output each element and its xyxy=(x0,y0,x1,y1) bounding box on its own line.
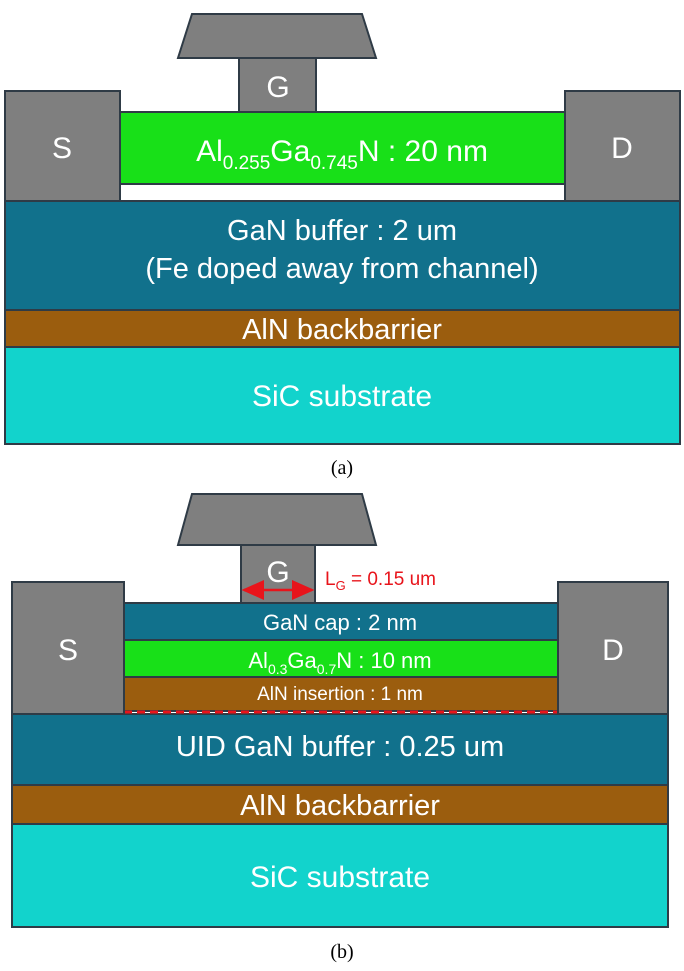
aln-backbarrier-label: AlN backbarrier xyxy=(242,314,442,346)
source-contact xyxy=(11,581,125,715)
gate-stem xyxy=(238,57,317,113)
gan-cap-label: GaN cap : 2 nm xyxy=(263,610,417,635)
gate-head xyxy=(176,493,378,546)
gate-label: G xyxy=(266,71,289,104)
gan-buffer-label-line1: GaN buffer : 2 um xyxy=(227,215,457,247)
uid-gan-buffer-label: UID GaN buffer : 0.25 um xyxy=(176,731,504,763)
source-contact xyxy=(4,90,121,202)
gate-head xyxy=(176,13,378,59)
aln-backbarrier-label: AlN backbarrier xyxy=(240,790,440,822)
drain-contact xyxy=(564,90,681,202)
sic-substrate-label: SiC substrate xyxy=(252,380,432,413)
source-label: S xyxy=(58,634,78,667)
uid-gan-buffer-layer xyxy=(11,713,669,786)
sic-substrate-layer xyxy=(11,823,669,928)
algan-barrier-layer xyxy=(118,111,566,185)
aln-insertion-label: AlN insertion : 1 nm xyxy=(257,684,423,705)
aln-backbarrier-layer xyxy=(4,309,681,348)
algan-barrier-label: Al0.3Ga0.7N : 10 nm xyxy=(248,648,431,677)
drain-label: D xyxy=(602,634,624,667)
caption-a: (a) xyxy=(330,457,354,479)
diagram-a: SiC substrate AlN backbarrier GaN buffer… xyxy=(4,13,681,445)
gan-buffer-label-line2: (Fe doped away from channel) xyxy=(145,253,538,285)
gate-length-label: LG = 0.15 um xyxy=(325,569,436,593)
sic-substrate-layer xyxy=(4,346,681,445)
algan-barrier-layer xyxy=(123,639,559,678)
gan-buffer-layer xyxy=(4,200,681,311)
drain-label: D xyxy=(611,132,633,165)
algan-barrier-label: Al0.255Ga0.745N : 20 nm xyxy=(196,135,488,174)
drain-contact xyxy=(557,581,669,715)
source-label: S xyxy=(52,132,72,165)
caption-b: (b) xyxy=(330,941,354,963)
sic-substrate-label: SiC substrate xyxy=(250,861,430,894)
gan-cap-layer xyxy=(123,602,559,641)
diagram-b: SiC substrate AlN backbarrier UID GaN bu… xyxy=(11,493,669,928)
gate-label: G xyxy=(266,556,289,589)
aln-backbarrier-layer xyxy=(11,784,669,825)
